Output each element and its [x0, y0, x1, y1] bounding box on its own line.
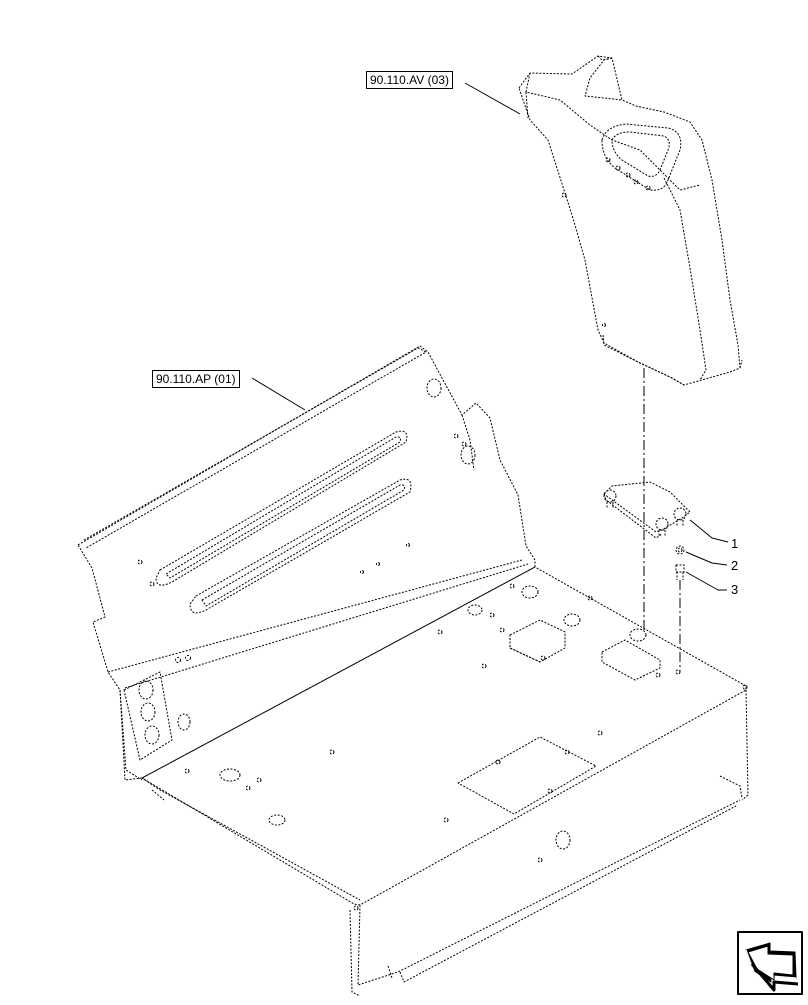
- small-parts: [603, 481, 691, 580]
- console-cover-part: [518, 55, 743, 386]
- callout-2: 2: [731, 558, 739, 573]
- reference-label-upper-cover[interactable]: 90.110.AV (03): [366, 71, 453, 89]
- callout-1: 1: [731, 536, 739, 551]
- reference-label-lower-panel[interactable]: 90.110.AP (01): [152, 370, 240, 388]
- previous-page-arrow-icon[interactable]: [737, 931, 803, 995]
- assembly-guide-lines: [643, 368, 681, 672]
- callout-3: 3: [731, 582, 739, 597]
- console-base-panel: [77, 345, 749, 997]
- leader-lines: [251, 82, 729, 591]
